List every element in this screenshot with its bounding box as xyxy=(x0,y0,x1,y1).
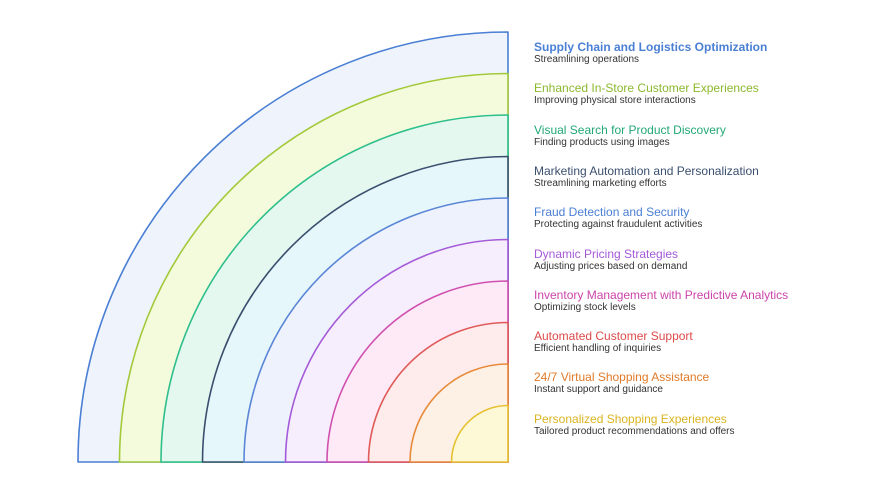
arc-layer-10 xyxy=(450,404,509,463)
layer-subtitle: Protecting against fraudulent activities xyxy=(534,219,703,231)
layer-title: Marketing Automation and Personalization xyxy=(534,163,759,178)
layer-subtitle: Tailored product recommendations and off… xyxy=(534,425,735,437)
layer-title: Dynamic Pricing Strategies xyxy=(534,246,679,261)
layer-subtitle: Improving physical store interactions xyxy=(534,95,696,107)
layer-title: Supply Chain and Logistics Optimization xyxy=(534,40,768,54)
layer-title: Visual Search for Product Discovery xyxy=(534,122,726,137)
layer-label-4: Marketing Automation and Personalization… xyxy=(534,164,864,190)
layer-title: Personalized Shopping Experiences xyxy=(534,411,727,426)
layer-label-7: Inventory Management with Predictive Ana… xyxy=(534,288,864,314)
layer-title: Inventory Management with Predictive Ana… xyxy=(534,287,789,302)
layer-title: Enhanced In-Store Customer Experiences xyxy=(534,81,759,96)
layer-subtitle: Streamlining marketing efforts xyxy=(534,177,667,189)
layer-subtitle: Instant support and guidance xyxy=(534,384,663,396)
layer-title: Automated Customer Support xyxy=(534,329,693,344)
layer-subtitle: Finding products using images xyxy=(534,136,670,148)
layer-title: Fraud Detection and Security xyxy=(534,205,690,220)
layer-subtitle: Adjusting prices based on demand xyxy=(534,260,688,272)
layer-subtitle: Optimizing stock levels xyxy=(534,301,636,313)
layer-subtitle: Efficient handling of inquiries xyxy=(534,343,662,355)
layer-title: 24/7 Virtual Shopping Assistance xyxy=(534,370,710,385)
layer-subtitle: Streamlining operations xyxy=(534,54,640,65)
